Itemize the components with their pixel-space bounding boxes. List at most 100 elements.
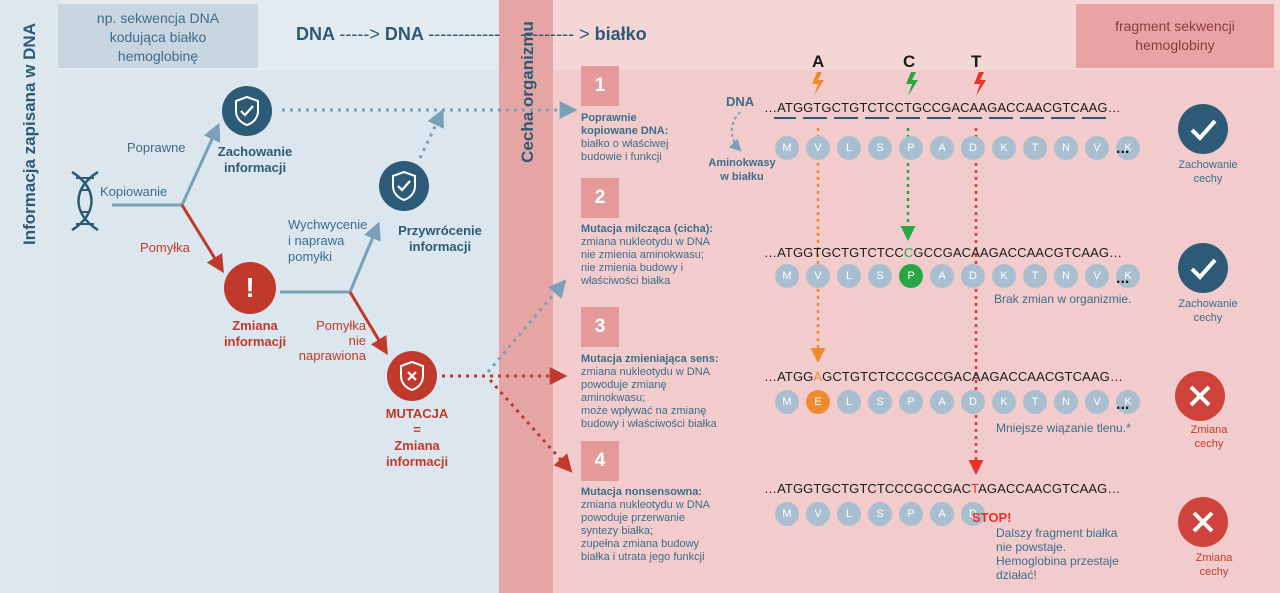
amino-acid-M: M [775, 502, 799, 526]
dna-label: DNA [726, 94, 755, 109]
amino-acid-K: K [1116, 390, 1140, 414]
result-line: cechy [1199, 566, 1229, 578]
amino-acid-S: S [868, 136, 892, 160]
case-description: Mutacja zmieniająca sens: zmiana nukleot… [581, 353, 719, 431]
cross-icon [1178, 497, 1228, 547]
seq-part: …ATGGTGCTGTCTCCTGCCGACAAGACCAACGTCAAG… [764, 100, 1121, 115]
shield-cross-icon [387, 351, 437, 401]
correct-label: Poprawne [127, 140, 186, 155]
repair-label: Wychwycenie i naprawa pomyłki [288, 217, 367, 265]
amino-acid-L: L [837, 264, 861, 288]
node-mutation-label: MUTACJA = Zmiana informacji [382, 406, 452, 470]
node-line: informacji [223, 160, 287, 175]
flow-dashes: ------------ --------- [428, 24, 575, 44]
amino-label-line: w białku [720, 171, 764, 183]
amino-acid-V: V [1085, 390, 1109, 414]
mutation-letter-a: A [812, 52, 825, 71]
note-row4: Dalszy fragment białka nie powstaje. Hem… [996, 526, 1119, 582]
case-text-line: zmiana nukleotydu w DNA [581, 366, 711, 378]
seq-part: GCTGTCTCCCGCCGACAAGACCAACGTCAAG… [822, 369, 1123, 384]
shield-check-icon [222, 86, 272, 136]
amino-acid-S: S [868, 502, 892, 526]
repair-label-line: Wychwycenie [288, 217, 368, 232]
case-text-line: budowie i funkcji [581, 151, 662, 163]
amino-acid-L: L [837, 390, 861, 414]
result-label: Zachowanie cechy [1163, 158, 1253, 186]
result-line: cechy [1193, 173, 1223, 185]
amino-acid-A: A [930, 264, 954, 288]
dna-to-amino-arrow [728, 111, 742, 152]
node-change-label: Zmiana informacji [200, 318, 310, 350]
bolt-a-icon [812, 72, 824, 96]
amino-acid-P: P [899, 136, 923, 160]
flow-dna-1: DNA [296, 24, 335, 44]
node-line: Zmiana [394, 438, 440, 453]
mutation-to-case2-edge [486, 279, 567, 373]
node-line: MUTACJA [385, 406, 449, 421]
trait-axis-bar [499, 0, 553, 593]
mutation-to-case4-edge [488, 379, 573, 473]
amino-acid-D: D [961, 390, 985, 414]
not-repaired-label: Pomyłka nie naprawiona [288, 318, 366, 363]
note-row2: Brak zmian w organizmie. [994, 292, 1132, 306]
error-edge [180, 204, 224, 274]
case-title-line: Mutacja milcząca (cicha): [581, 223, 714, 235]
note-line: działać! [996, 568, 1037, 582]
seq-mutated-base: T [971, 481, 979, 496]
mutation-letter-c: C [903, 52, 916, 71]
case-title-line: Poprawnie [581, 112, 637, 124]
result-label: Zachowanie cechy [1163, 297, 1253, 325]
case-title-line: Mutacja nonsensowna: [581, 486, 703, 498]
case-text-line: białka i utrata jego funkcji [581, 551, 705, 563]
not-repaired-edge [348, 291, 388, 356]
amino-acid-N: N [1054, 264, 1078, 288]
exclamation-icon: ! [224, 262, 276, 314]
dna-sequence-3: …ATGGAGCTGTCTCCCGCCGACAAGACCAACGTCAAG… [764, 369, 1123, 384]
case-number: 2 [581, 178, 619, 218]
dna-sequence-2: …ATGGTGCTGTCTCCCGCCGACAAGACCAACGTCAAG… [764, 245, 1122, 260]
seq-part: GCCGACAAGACCAACGTCAAG… [913, 245, 1123, 260]
case-title-line: Mutacja zmieniająca sens: [581, 353, 719, 365]
amino-acid-D: D [961, 502, 985, 526]
result-line: cechy [1194, 438, 1224, 450]
note-line: nie powstaje. [996, 540, 1067, 554]
case-text-line: syntezy białka; [581, 525, 654, 537]
amino-acid-D: D [961, 264, 985, 288]
checkmark-icon [1178, 104, 1228, 154]
amino-acid-P: P [899, 502, 923, 526]
repair-label-line: pomyłki [288, 249, 333, 264]
amino-acid-A: A [930, 390, 954, 414]
dna-panel-inner-background [58, 70, 499, 593]
case-text-line: nie zmienia aminokwasu; [581, 249, 704, 261]
seq-mutated-base: C [903, 245, 914, 260]
amino-acid-L: L [837, 136, 861, 160]
amino-acid-K: K [992, 390, 1016, 414]
amino-acid-M: M [775, 264, 799, 288]
seq-part: …ATGGTGCTGTCTCC [764, 245, 904, 260]
amino-acid-K: K [992, 136, 1016, 160]
case-description: Poprawnie kopiowane DNA: białko o właści… [581, 112, 668, 164]
case-number: 4 [581, 441, 619, 481]
case-description: Mutacja milcząca (cicha): zmiana nukleot… [581, 223, 713, 288]
caption-line: fragment sekwencji [1115, 18, 1235, 34]
result-line: Zmiana [1195, 552, 1233, 564]
case-text-line: zmiana nukleotydu w DNA [581, 499, 711, 511]
flow-arrow-1: -----> [339, 24, 380, 44]
restore-to-case1-edge [418, 108, 444, 159]
case-text-line: zupełna zmiana budowy [581, 538, 700, 550]
case-text-line: może wpływać na zmianę [581, 405, 707, 417]
checkmark-icon [1178, 243, 1228, 293]
result-line: Zachowanie [1178, 298, 1238, 310]
amino-label-line: Aminokwasy [708, 157, 776, 169]
amino-acid-K: K [1116, 136, 1140, 160]
node-line: informacji [223, 334, 287, 349]
caption-line: hemoglobinę [117, 48, 199, 64]
result-line: cechy [1193, 312, 1223, 324]
dna-sequence-4: …ATGGTGCTGTCTCCCGCCGACTAGACCAACGTCAAG… [764, 481, 1121, 496]
node-line: = [413, 422, 421, 437]
amino-label: Aminokwasy w białku [706, 156, 778, 184]
flow-header: DNA -----> DNA ------------ --------- > … [296, 24, 647, 45]
case-text-line: nie zmienia budowy i [581, 262, 684, 274]
amino-acid-N: N [1054, 390, 1078, 414]
